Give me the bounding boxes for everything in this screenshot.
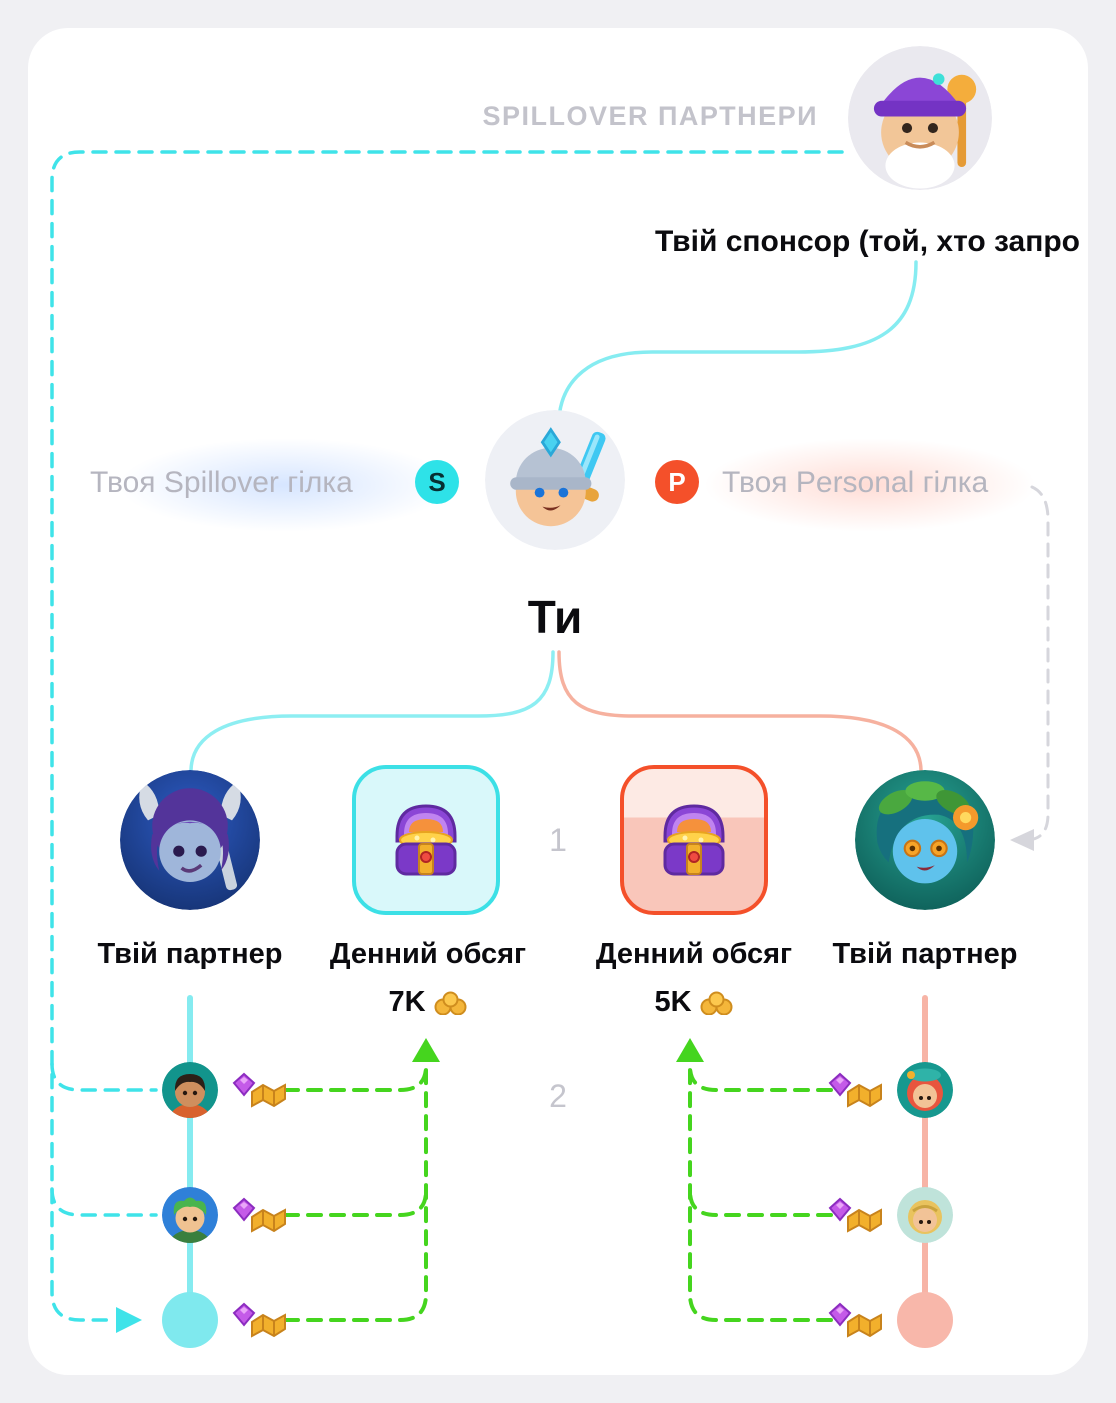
gem-and-map-icon	[230, 1071, 290, 1109]
leaf-girl-avatar-icon	[855, 770, 995, 910]
gem-and-map-icon	[826, 1071, 886, 1109]
right-daily-volume-value: 5K	[574, 986, 814, 1019]
left-partner-label: Твій партнер	[97, 938, 283, 970]
right-downline-line	[922, 995, 928, 1325]
you-label: Ти	[527, 591, 583, 643]
treasure-chest-icon	[395, 804, 457, 876]
right-partner-avatar	[855, 770, 995, 910]
personal-badge: P	[655, 460, 699, 504]
gem-and-map-icon	[230, 1301, 290, 1339]
green-hair-avatar-icon	[162, 1187, 218, 1243]
personal-branch-label: Твоя Personal гілка	[722, 466, 989, 499]
left-daily-volume-label: Денний обсяг	[329, 938, 527, 970]
gem-and-map-icon	[826, 1301, 886, 1339]
right-downline-placeholder	[897, 1292, 953, 1348]
right-daily-volume-label: Денний обсяг	[595, 938, 793, 970]
left-daily-volume-chest	[352, 765, 500, 915]
spillover-partners-label: SPILLOVER ПАРТНЕРИ	[482, 101, 818, 131]
red-hair-girl-avatar-icon	[897, 1062, 953, 1118]
right-downline-avatar-1	[897, 1062, 953, 1118]
left-partner-avatar	[120, 770, 260, 910]
gold-nuggets-icon	[700, 991, 733, 1015]
spillover-badge: S	[415, 460, 459, 504]
right-volume-amount: 5K	[654, 986, 692, 1018]
right-daily-volume-chest	[620, 765, 768, 915]
left-downline-avatar-1	[162, 1062, 218, 1118]
wizard-avatar-icon	[848, 46, 992, 190]
sponsor-caption: Твій спонсор (той, хто запро	[655, 225, 1080, 258]
gem-and-map-icon	[230, 1196, 290, 1234]
left-downline-line	[187, 995, 193, 1325]
treasure-chest-icon	[663, 804, 725, 876]
right-partner-label: Твій партнер	[832, 938, 1018, 970]
left-daily-volume-value: 7K	[308, 986, 548, 1019]
knight-avatar-icon	[485, 410, 625, 550]
sponsor-avatar	[848, 46, 992, 190]
step-2-marker: 2	[549, 1078, 567, 1114]
gem-and-map-icon	[826, 1196, 886, 1234]
left-volume-amount: 7K	[388, 986, 426, 1018]
gold-nuggets-icon	[434, 991, 467, 1015]
right-downline-avatar-2	[897, 1187, 953, 1243]
blue-warrior-avatar-icon	[120, 770, 260, 910]
you-avatar	[485, 410, 625, 550]
left-downline-placeholder	[162, 1292, 218, 1348]
tan-man-avatar-icon	[162, 1062, 218, 1118]
blonde-avatar-icon	[897, 1187, 953, 1243]
step-1-marker: 1	[549, 822, 567, 858]
left-downline-avatar-2	[162, 1187, 218, 1243]
spillover-branch-label: Твоя Spillover гілка	[90, 466, 353, 499]
